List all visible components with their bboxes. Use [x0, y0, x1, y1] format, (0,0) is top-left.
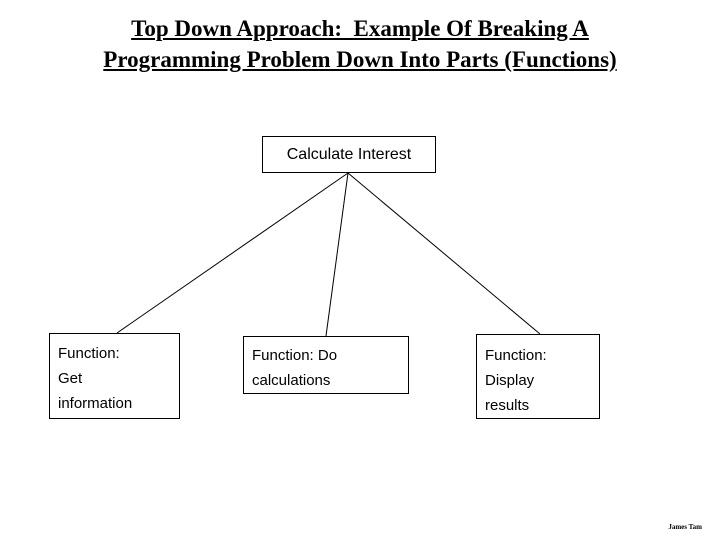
- node-function-do-calculations-line-2: calculations: [252, 372, 331, 389]
- page-title-line-1: Top Down Approach: Example Of Breaking A: [131, 16, 589, 41]
- connector-root-to-do-calculations: [325, 172, 349, 337]
- node-function-get-information-line-1: Function:: [58, 345, 120, 362]
- node-calculate-interest-label: Calculate Interest: [286, 146, 412, 163]
- node-function-get-information[interactable]: Function: Get information: [49, 333, 180, 419]
- node-calculate-interest[interactable]: Calculate Interest: [262, 136, 436, 173]
- node-function-get-information-line-2: Get: [58, 370, 83, 387]
- node-function-display-results-line-3: results: [485, 397, 530, 414]
- node-function-display-results[interactable]: Function: Display results: [476, 334, 600, 419]
- node-function-display-results-line-1: Function:: [485, 347, 547, 364]
- connector-root-to-display-results: [347, 172, 541, 335]
- connector-root-to-get-information: [116, 172, 349, 334]
- node-function-display-results-line-2: Display: [485, 372, 535, 389]
- node-function-get-information-line-3: information: [58, 395, 133, 412]
- page-title: Top Down Approach: Example Of Breaking A…: [0, 14, 720, 75]
- node-function-do-calculations[interactable]: Function: Do calculations: [243, 336, 409, 394]
- node-function-do-calculations-line-1: Function: Do: [252, 347, 338, 364]
- author-credit: James Tam: [668, 523, 702, 531]
- page-title-line-2: Programming Problem Down Into Parts (Fun…: [103, 47, 617, 72]
